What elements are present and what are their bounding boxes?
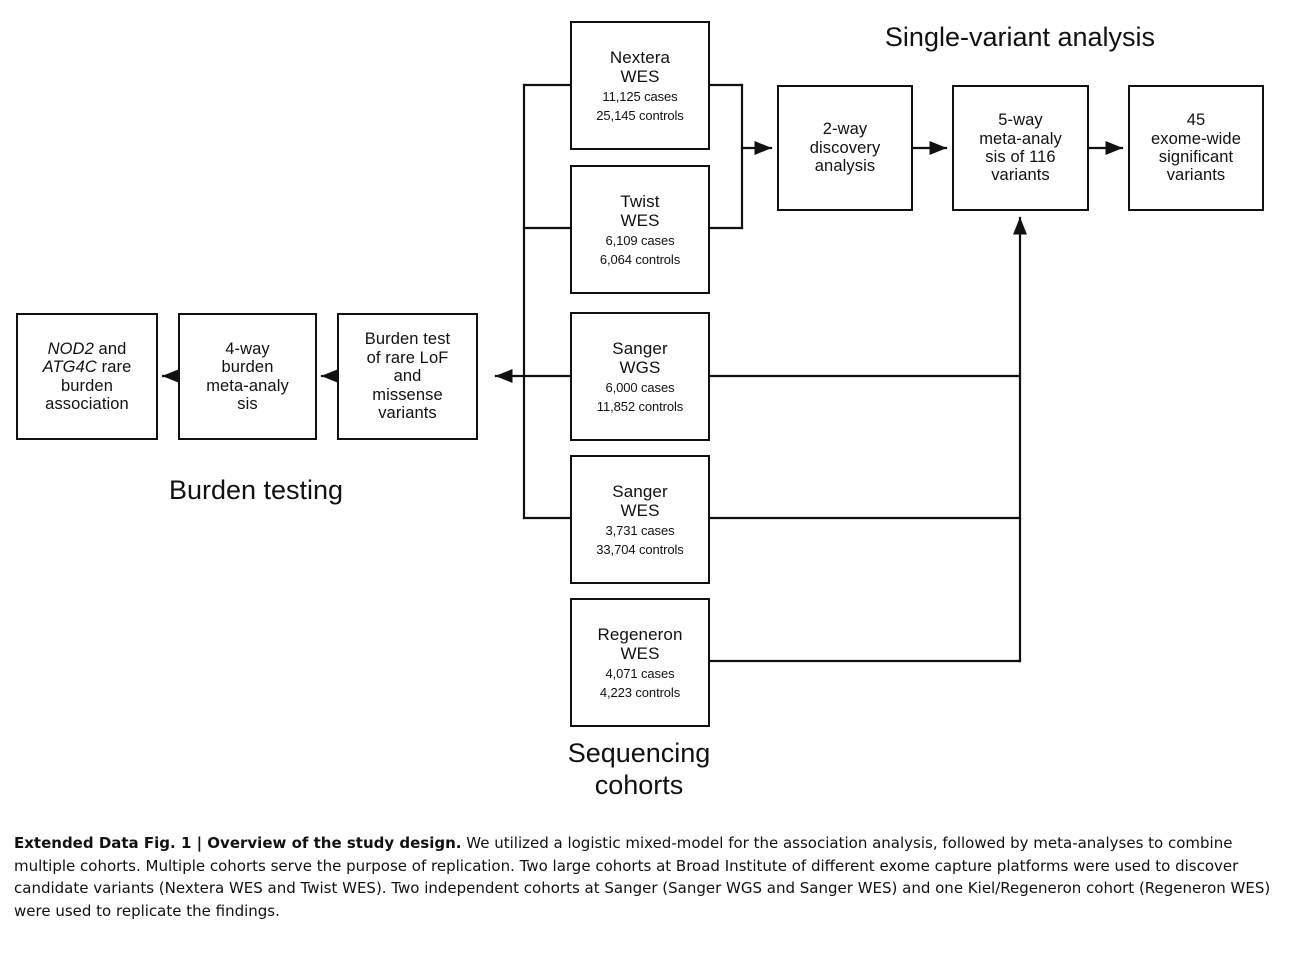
cohort-cases: 6,109 cases xyxy=(605,232,675,248)
cohort-box-twist-wes[interactable]: Twist WES 6,109 cases 6,064 controls xyxy=(570,165,710,294)
cohort-name-line1: Regeneron xyxy=(597,624,683,644)
process-line4: missense xyxy=(372,385,443,404)
process-line2: discovery xyxy=(809,138,881,157)
process-box-4way-burden-meta-analysis[interactable]: 4-way burden meta-analy sis xyxy=(178,313,317,440)
process-line3: significant xyxy=(1158,148,1234,166)
process-line3: burden xyxy=(61,376,113,395)
process-line1: 4-way xyxy=(225,339,270,358)
cohort-name-line1: Twist xyxy=(620,191,660,211)
process-box-exome-wide-significant-variants[interactable]: 45 exome-wide significant variants xyxy=(1128,85,1264,211)
cohort-box-sanger-wgs[interactable]: Sanger WGS 6,000 cases 11,852 controls xyxy=(570,312,710,441)
cohort-name-line2: WES xyxy=(620,500,660,520)
process-line4: variants xyxy=(1166,166,1226,185)
process-line1: 5-way xyxy=(998,111,1043,130)
process-line3: meta-analy xyxy=(206,376,289,395)
cohort-name-line2: WES xyxy=(620,210,660,230)
process-line3: analysis xyxy=(814,157,876,176)
gene-name-atg4c: ATG4C xyxy=(42,358,97,377)
section-label-burden-testing: Burden testing xyxy=(168,475,344,505)
cohort-name-line2: WES xyxy=(620,643,660,663)
process-line2: burden xyxy=(221,358,274,377)
cohort-controls: 6,064 controls xyxy=(599,251,681,267)
cohort-name-line2: WES xyxy=(620,66,660,86)
caption-lead: Extended Data Fig. 1 | Overview of the s… xyxy=(14,834,462,852)
cohort-cases: 3,731 cases xyxy=(605,522,675,538)
cohort-name-line1: Sanger xyxy=(612,481,668,501)
cohort-cases: 11,125 cases xyxy=(602,88,678,104)
figure-caption: Extended Data Fig. 1 | Overview of the s… xyxy=(14,832,1276,922)
cohort-box-regeneron-wes[interactable]: Regeneron WES 4,071 cases 4,223 controls xyxy=(570,598,710,727)
cohort-controls: 11,852 controls xyxy=(596,398,684,414)
process-line1: 45 xyxy=(1186,111,1206,130)
process-box-nod2-atg4c-burden-association[interactable]: NOD2 and ATG4C rare burden association xyxy=(16,313,158,440)
caption-body: We utilized a logistic mixed-model for t… xyxy=(14,834,1271,920)
process-line2: ATG4C rare xyxy=(43,358,132,376)
flowchart-connectors xyxy=(161,83,1124,663)
process-line5: variants xyxy=(378,404,437,423)
gene-name-nod2: NOD2 xyxy=(47,339,94,358)
cohort-name-line1: Nextera xyxy=(609,47,671,67)
process-box-burden-test-rare-variants[interactable]: Burden test of rare LoF and missense var… xyxy=(337,313,478,440)
process-line2: of rare LoF xyxy=(366,348,449,367)
cohort-cases: 4,071 cases xyxy=(605,665,675,681)
process-line1-rest: and xyxy=(93,339,127,358)
process-line4: association xyxy=(45,394,129,413)
process-line4: sis xyxy=(237,394,258,413)
cohort-cases: 6,000 cases xyxy=(605,379,675,395)
process-line3: and xyxy=(393,367,422,386)
cohort-controls: 25,145 controls xyxy=(596,107,684,123)
process-line2-rest: rare xyxy=(96,358,132,377)
cohort-name-line1: Sanger xyxy=(612,338,668,358)
process-line1: NOD2 and xyxy=(48,340,127,358)
cohort-box-nextera-wes[interactable]: Nextera WES 11,125 cases 25,145 controls xyxy=(570,21,710,150)
process-line2: meta-analy xyxy=(979,129,1062,148)
section-label-single-variant-analysis: Single-variant analysis xyxy=(884,22,1156,52)
process-line1: Burden test xyxy=(364,330,451,349)
process-box-2way-discovery-analysis[interactable]: 2-way discovery analysis xyxy=(777,85,913,211)
process-box-5way-meta-analysis[interactable]: 5-way meta-analy sis of 116 variants xyxy=(952,85,1089,211)
cohort-controls: 33,704 controls xyxy=(596,541,684,557)
cohort-box-sanger-wes[interactable]: Sanger WES 3,731 cases 33,704 controls xyxy=(570,455,710,584)
process-line2: exome-wide xyxy=(1151,129,1241,148)
section-label-sequencing-cohorts: Sequencing cohorts xyxy=(567,738,711,800)
cohort-controls: 4,223 controls xyxy=(599,684,681,700)
process-line1: 2-way xyxy=(822,120,868,139)
process-line4: variants xyxy=(991,166,1050,185)
process-line3: sis of 116 xyxy=(985,148,1056,166)
cohort-name-line2: WGS xyxy=(619,357,661,377)
study-design-flowchart: Single-variant analysis Burden testing S… xyxy=(16,21,1264,800)
